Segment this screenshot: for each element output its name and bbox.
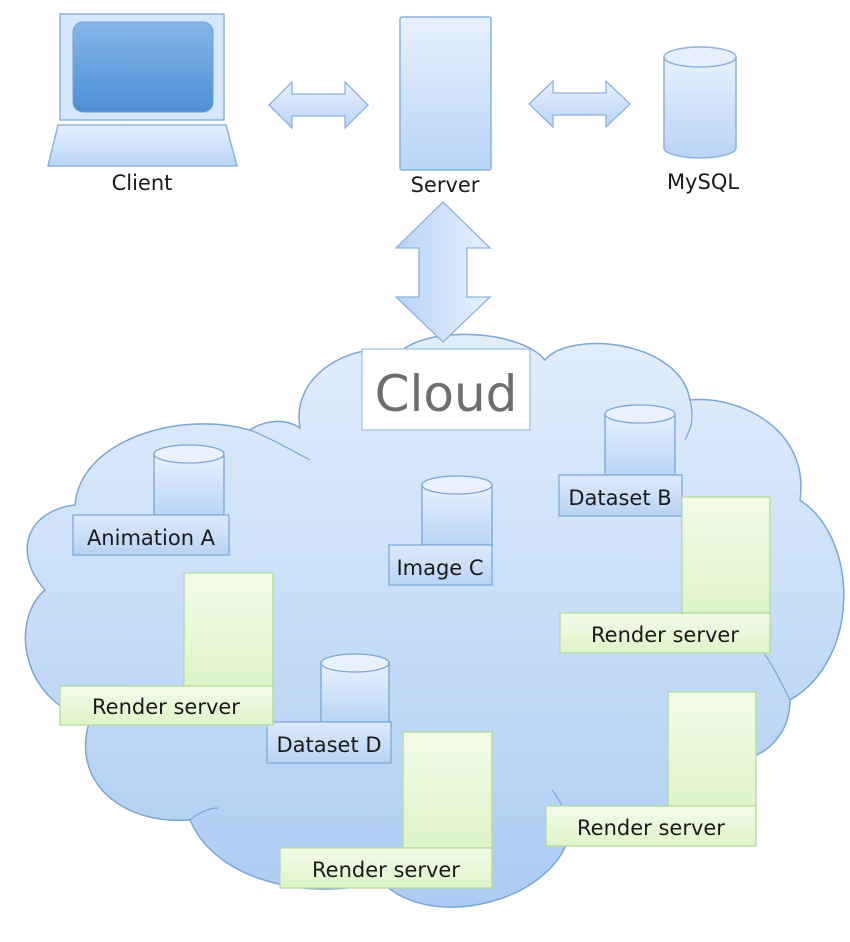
server-cloud-arrow-icon	[394, 201, 492, 343]
render-server-label: Render server	[591, 623, 739, 647]
render-server-label: Render server	[312, 858, 460, 882]
database-icon	[320, 653, 390, 723]
database-icon	[604, 404, 676, 476]
cloud-title-box: Cloud	[361, 348, 531, 431]
mysql-node: MySQL	[663, 46, 739, 194]
dataset-label: Dataset B	[568, 486, 671, 510]
server-tower-icon	[402, 731, 493, 849]
server-label: Server	[411, 173, 480, 197]
database-icon	[421, 475, 493, 546]
laptop-icon	[47, 13, 238, 167]
dataset-d: Dataset D	[266, 653, 392, 764]
render-server-label: Render server	[577, 816, 725, 840]
server-tower-icon	[667, 691, 757, 807]
render-server-3: Render server	[279, 731, 493, 889]
dataset-b: Dataset B	[558, 404, 683, 517]
server-mysql-arrow-icon	[528, 79, 631, 129]
render-server-4: Render server	[545, 691, 757, 847]
render-server-label: Render server	[92, 695, 240, 719]
mysql-label: MySQL	[667, 170, 739, 194]
client-label: Client	[112, 171, 173, 195]
client-node: Client	[47, 13, 238, 195]
database-icon	[153, 444, 225, 516]
server-node: Server	[399, 16, 492, 197]
dataset-label: Animation A	[87, 526, 216, 550]
server-tower-icon	[399, 16, 492, 171]
server-tower-icon	[681, 496, 771, 614]
database-icon	[663, 46, 737, 159]
cloud-title: Cloud	[375, 365, 518, 423]
dataset-image-c: Image C	[388, 475, 493, 586]
dataset-label: Dataset D	[276, 733, 381, 757]
dataset-label: Image C	[396, 556, 483, 580]
server-tower-icon	[183, 572, 274, 687]
client-server-arrow-icon	[268, 80, 369, 130]
render-server-2: Render server	[559, 496, 771, 654]
render-server-1: Render server	[59, 572, 274, 726]
dataset-animation-a: Animation A	[72, 444, 230, 556]
